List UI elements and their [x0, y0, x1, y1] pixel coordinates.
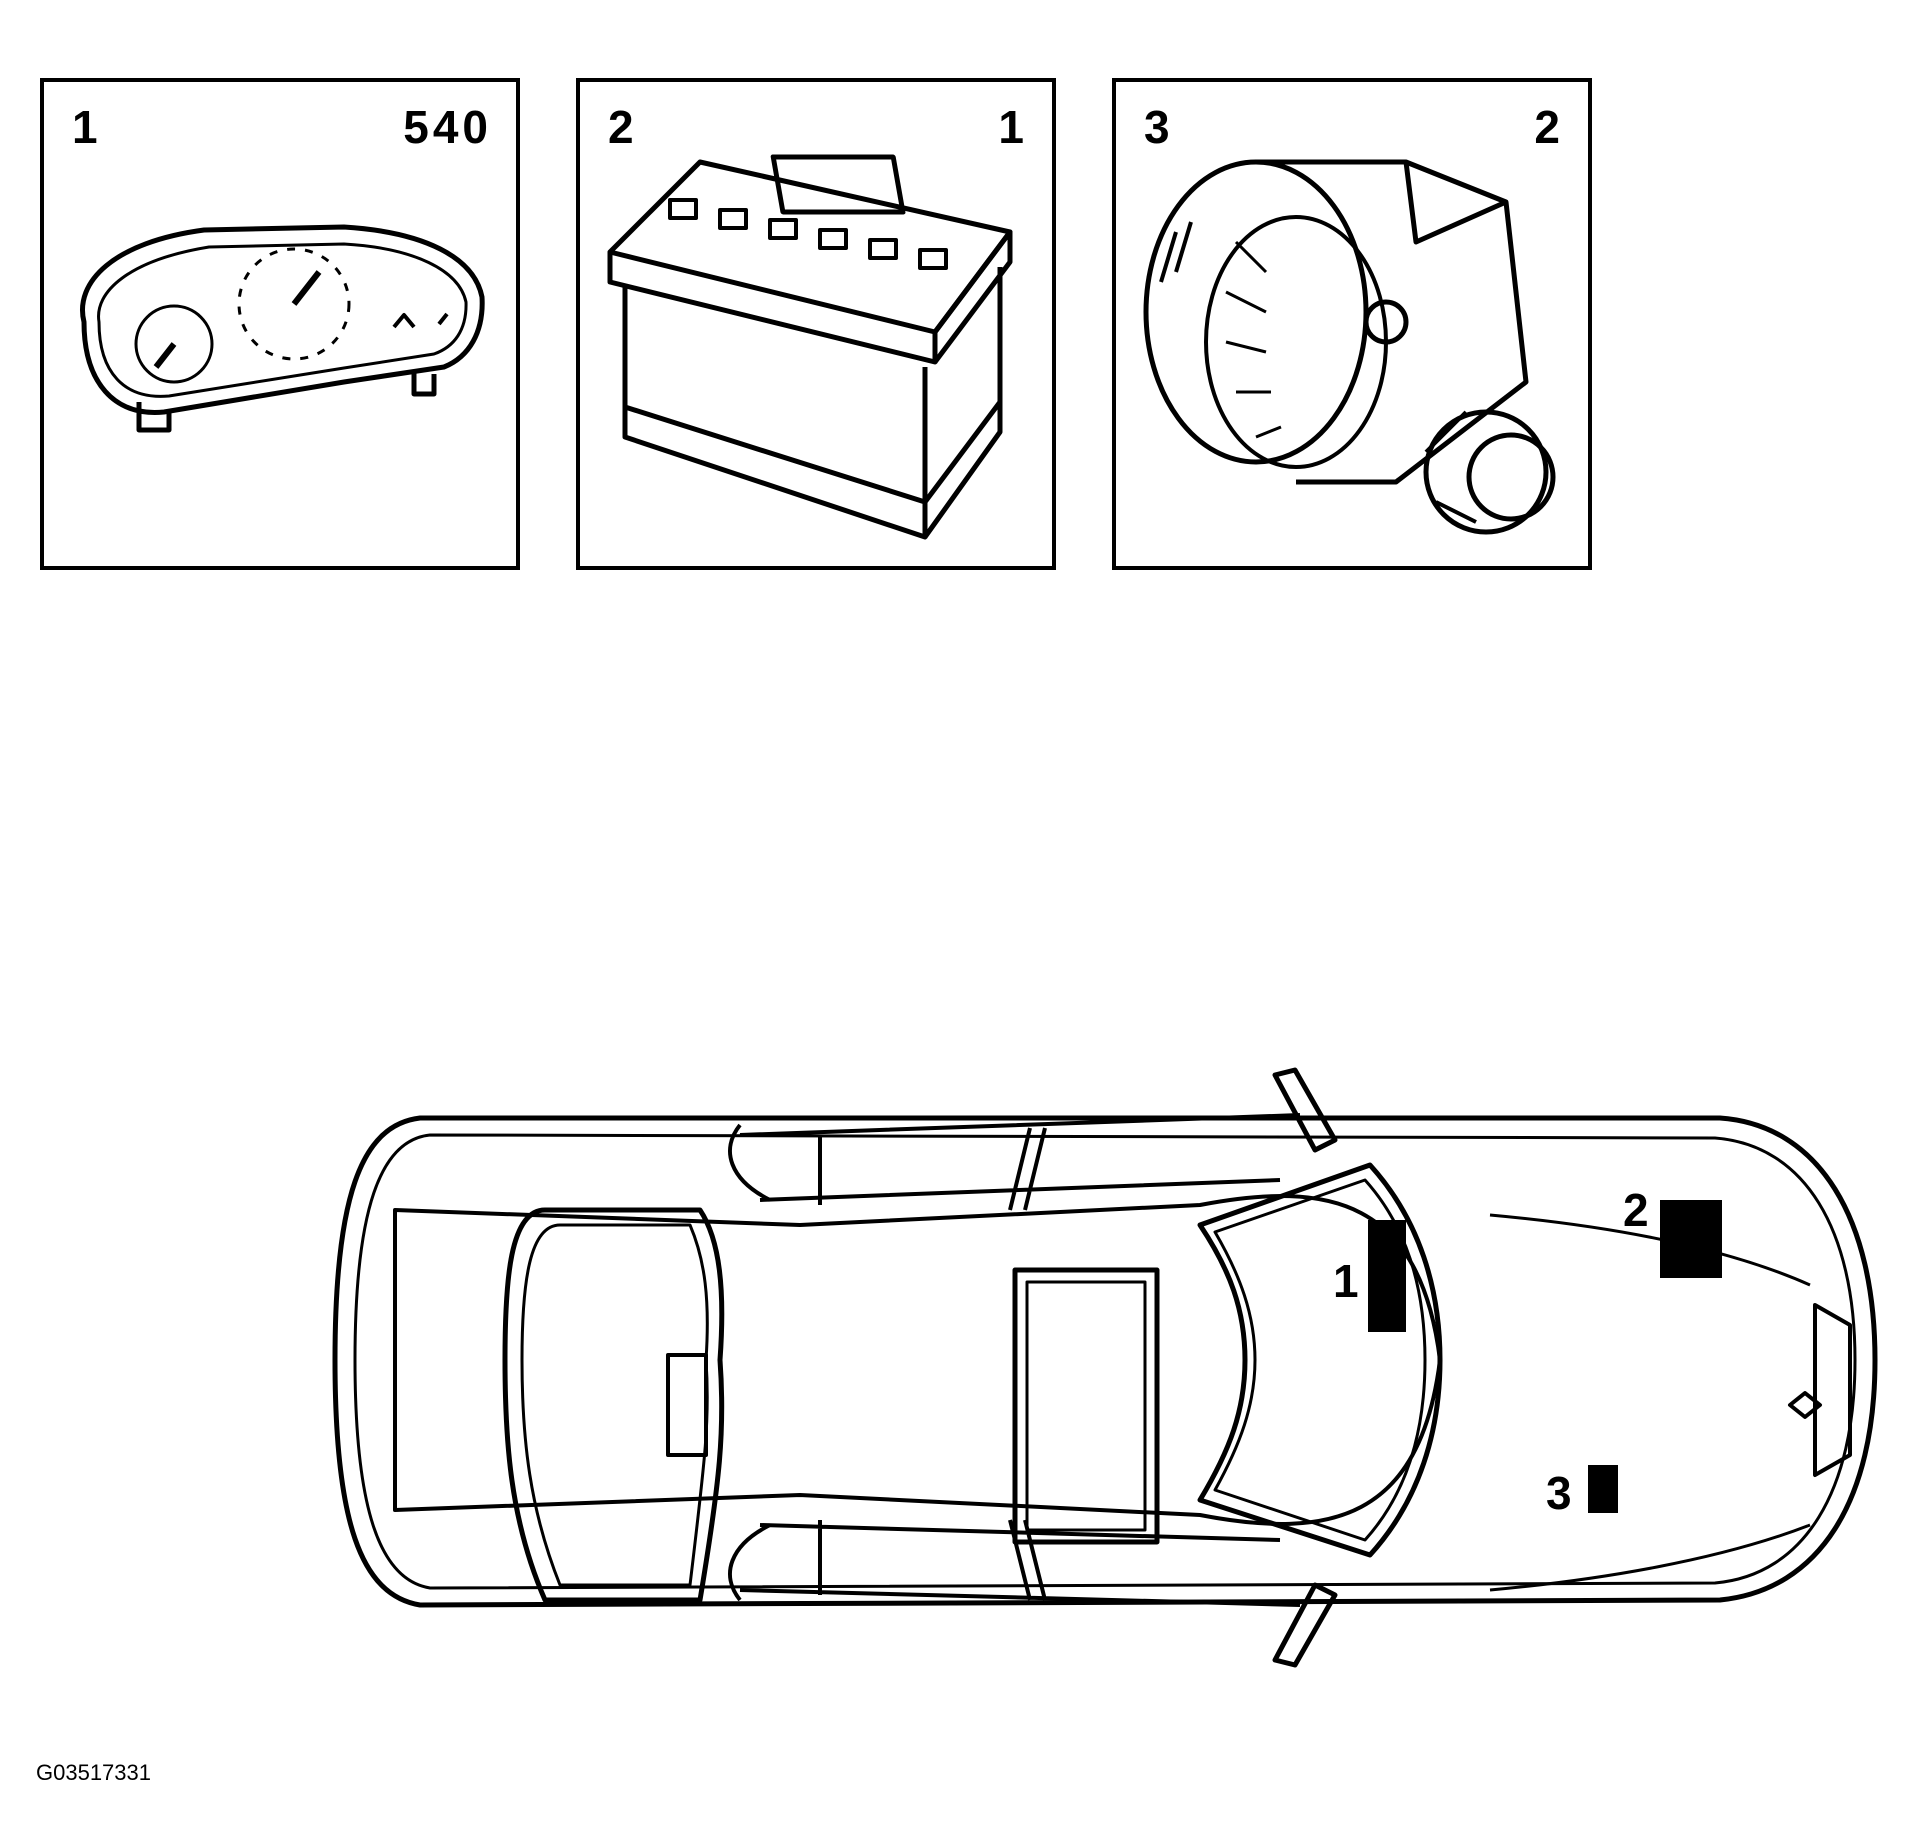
diagram-code: G03517331 [36, 1760, 151, 1785]
panel-code: 540 [403, 101, 492, 153]
panel-battery: 2 1 [576, 78, 1056, 570]
panel-code: 1 [998, 101, 1028, 153]
marker-instrument-cluster [1368, 1220, 1406, 1332]
callout-3: 3 [1546, 1467, 1572, 1519]
alternator-icon [1143, 159, 1556, 535]
marker-battery [1660, 1200, 1722, 1278]
battery-icon [607, 154, 1013, 540]
panel-alternator: 3 2 [1112, 78, 1592, 570]
panel-code: 2 [1534, 101, 1564, 153]
callout-2: 2 [1623, 1184, 1649, 1236]
panel-index: 2 [608, 101, 634, 153]
marker-alternator [1588, 1465, 1618, 1513]
panel-instrument-cluster: 1 540 [40, 78, 520, 570]
instrument-cluster-icon [80, 224, 485, 433]
panel-index: 3 [1144, 101, 1170, 153]
panel-index: 1 [72, 101, 98, 153]
callout-1: 1 [1333, 1255, 1359, 1307]
